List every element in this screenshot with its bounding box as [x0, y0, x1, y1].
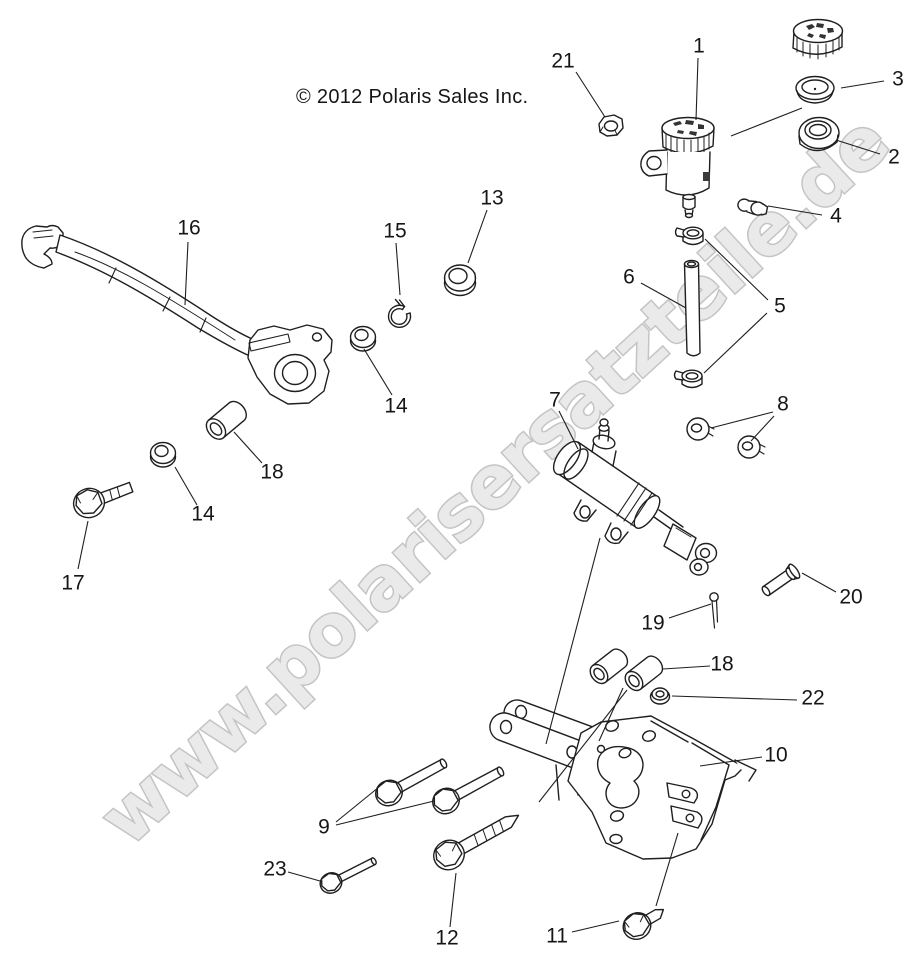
part-washer-14b — [149, 441, 177, 468]
leader-line-18 — [662, 665, 711, 670]
callout-label-14: 14 — [384, 395, 408, 418]
leader-line-18 — [233, 431, 263, 464]
part-mount-bracket — [567, 715, 757, 860]
leader-line-16 — [184, 241, 189, 306]
leader-line-1 — [695, 57, 699, 121]
leader-line-5 — [703, 312, 768, 374]
assembly-line — [655, 832, 679, 907]
part-cotter-pin — [709, 592, 719, 629]
callout-label-5: 5 — [774, 295, 786, 318]
part-bolt-11 — [622, 908, 665, 940]
leader-line-12 — [449, 872, 457, 928]
part-bolt-8a — [686, 417, 715, 441]
callout-label-1: 1 — [693, 35, 705, 58]
leader-line-11 — [571, 920, 620, 933]
part-spacer-18b — [589, 648, 629, 685]
part-bolt-12 — [433, 814, 520, 871]
callout-label-20: 20 — [839, 586, 862, 609]
leader-line-9 — [335, 800, 435, 826]
part-nut-13 — [443, 264, 477, 297]
callout-label-7: 7 — [549, 389, 561, 412]
part-clamp-upper — [674, 226, 704, 246]
leader-line-20 — [801, 572, 837, 593]
leader-line-17 — [77, 520, 89, 570]
callout-label-15: 15 — [383, 220, 406, 243]
leader-line-8 — [710, 411, 774, 429]
callout-label-10: 10 — [764, 744, 787, 767]
callout-label-23: 23 — [263, 858, 286, 881]
part-clamp-lower — [673, 369, 703, 389]
callout-label-4: 4 — [830, 205, 842, 228]
callout-label-21: 21 — [551, 50, 574, 73]
leader-line-22 — [671, 695, 798, 701]
part-bolt-8b — [737, 435, 766, 459]
part-hose — [683, 259, 701, 357]
callout-label-14: 14 — [191, 503, 215, 526]
part-washer-14a — [349, 325, 377, 352]
leader-line-15 — [395, 242, 401, 296]
callout-label-22: 22 — [801, 687, 824, 710]
part-nut-22 — [649, 687, 671, 705]
part-diaphragm — [795, 75, 835, 104]
assembly-line — [730, 107, 803, 137]
leader-line-13 — [467, 209, 488, 264]
part-snap-ring — [387, 298, 412, 328]
leader-line-5 — [704, 238, 769, 301]
leader-line-19 — [668, 603, 712, 619]
part-bolt-23 — [319, 857, 377, 894]
callout-label-16: 16 — [177, 217, 200, 240]
leader-line-14 — [363, 348, 393, 396]
callout-label-18: 18 — [260, 461, 283, 484]
part-spacer-18a — [205, 400, 247, 440]
part-seal — [798, 116, 840, 152]
callout-label-19: 19 — [641, 612, 664, 635]
assembly-line — [538, 689, 628, 803]
callout-label-9: 9 — [318, 816, 330, 839]
leader-line-23 — [287, 871, 321, 882]
callout-label-8: 8 — [777, 393, 789, 416]
leader-line-10 — [699, 756, 763, 767]
part-spacer-18c — [624, 655, 664, 692]
leader-line-6 — [640, 282, 687, 309]
part-bolt-9b — [432, 766, 505, 815]
part-brake-pedal — [21, 224, 333, 405]
part-bolt-9a — [375, 758, 448, 807]
part-reservoir — [640, 116, 715, 219]
copyright-text: © 2012 Polaris Sales Inc. — [296, 86, 529, 108]
callout-label-18: 18 — [710, 653, 733, 676]
part-fitting — [737, 198, 769, 216]
part-nut-21 — [598, 114, 624, 137]
leader-line-2 — [835, 139, 881, 155]
leader-line-8 — [750, 415, 775, 442]
callout-label-13: 13 — [480, 187, 503, 210]
callout-label-3: 3 — [892, 68, 904, 91]
leader-line-14 — [174, 466, 198, 506]
assembly-line — [545, 537, 601, 745]
callout-label-2: 2 — [888, 146, 900, 169]
callout-label-11: 11 — [546, 925, 568, 948]
callout-label-12: 12 — [435, 927, 458, 950]
leader-line-21 — [575, 71, 606, 118]
part-reservoir-cap — [792, 18, 844, 60]
leader-line-7 — [558, 410, 579, 450]
part-master-cylinder — [552, 418, 718, 576]
part-clevis-pin — [761, 563, 801, 597]
leader-line-3 — [840, 80, 885, 89]
leader-line-4 — [767, 205, 823, 216]
part-bolt-17 — [72, 481, 134, 519]
callout-label-6: 6 — [623, 266, 635, 289]
callout-label-17: 17 — [61, 572, 84, 595]
leader-line-9 — [335, 786, 380, 823]
assembly-line — [598, 687, 624, 742]
